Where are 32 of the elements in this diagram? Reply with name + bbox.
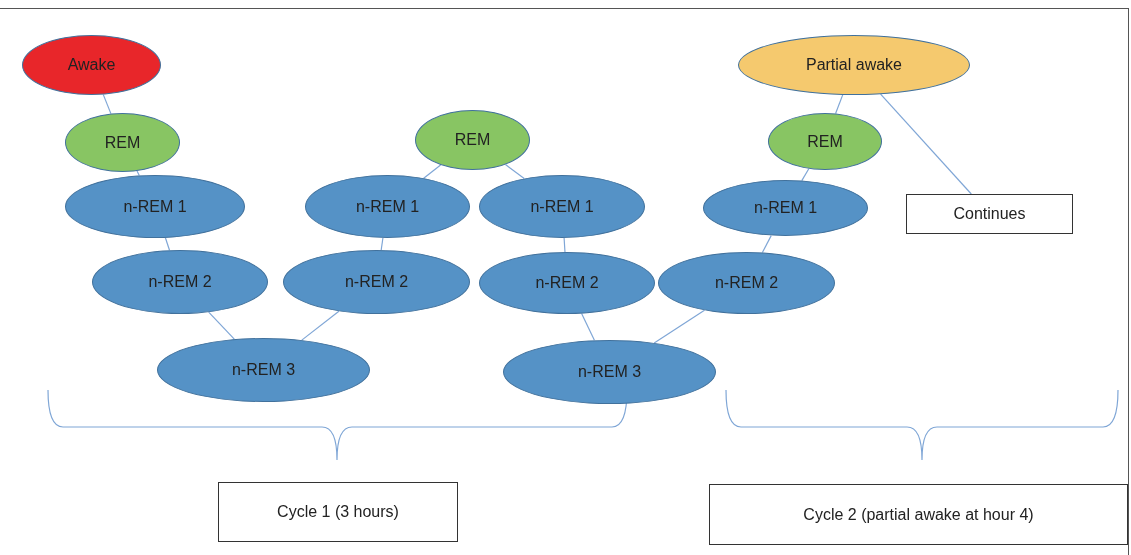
stage-ellipse: Partial awake bbox=[738, 35, 970, 95]
stage-ellipse: Awake bbox=[22, 35, 161, 95]
stage-ellipse: n-REM 2 bbox=[283, 250, 470, 314]
stage-ellipse: REM bbox=[768, 113, 882, 170]
connector-line bbox=[423, 164, 442, 179]
connector-line bbox=[136, 170, 140, 177]
connector-line bbox=[504, 164, 525, 179]
stage-ellipse: n-REM 1 bbox=[305, 175, 470, 238]
stage-ellipse: n-REM 1 bbox=[703, 180, 868, 236]
connector-line bbox=[563, 237, 566, 253]
connector-line bbox=[880, 93, 972, 195]
stage-ellipse: n-REM 3 bbox=[503, 340, 716, 404]
stage-ellipse: n-REM 1 bbox=[479, 175, 645, 238]
connector-line bbox=[380, 237, 384, 251]
connector-line bbox=[301, 310, 340, 341]
stage-ellipse: n-REM 3 bbox=[157, 338, 370, 402]
stage-ellipse: REM bbox=[65, 113, 180, 172]
connector-line bbox=[761, 235, 772, 254]
text-box: Cycle 1 (3 hours) bbox=[218, 482, 458, 542]
text-box: Cycle 2 (partial awake at hour 4) bbox=[709, 484, 1128, 545]
text-box: Continues bbox=[906, 194, 1073, 234]
connector-line bbox=[801, 168, 810, 182]
connector-line bbox=[653, 309, 706, 344]
connector-line bbox=[581, 313, 595, 341]
stage-ellipse: n-REM 2 bbox=[92, 250, 268, 314]
stage-ellipse: n-REM 2 bbox=[658, 252, 835, 314]
connector-line bbox=[102, 94, 112, 115]
stage-ellipse: n-REM 2 bbox=[479, 252, 655, 314]
stage-ellipse: REM bbox=[415, 110, 530, 170]
stage-ellipse: n-REM 1 bbox=[65, 175, 245, 238]
connector-line bbox=[164, 237, 171, 251]
connector-line bbox=[835, 94, 844, 115]
